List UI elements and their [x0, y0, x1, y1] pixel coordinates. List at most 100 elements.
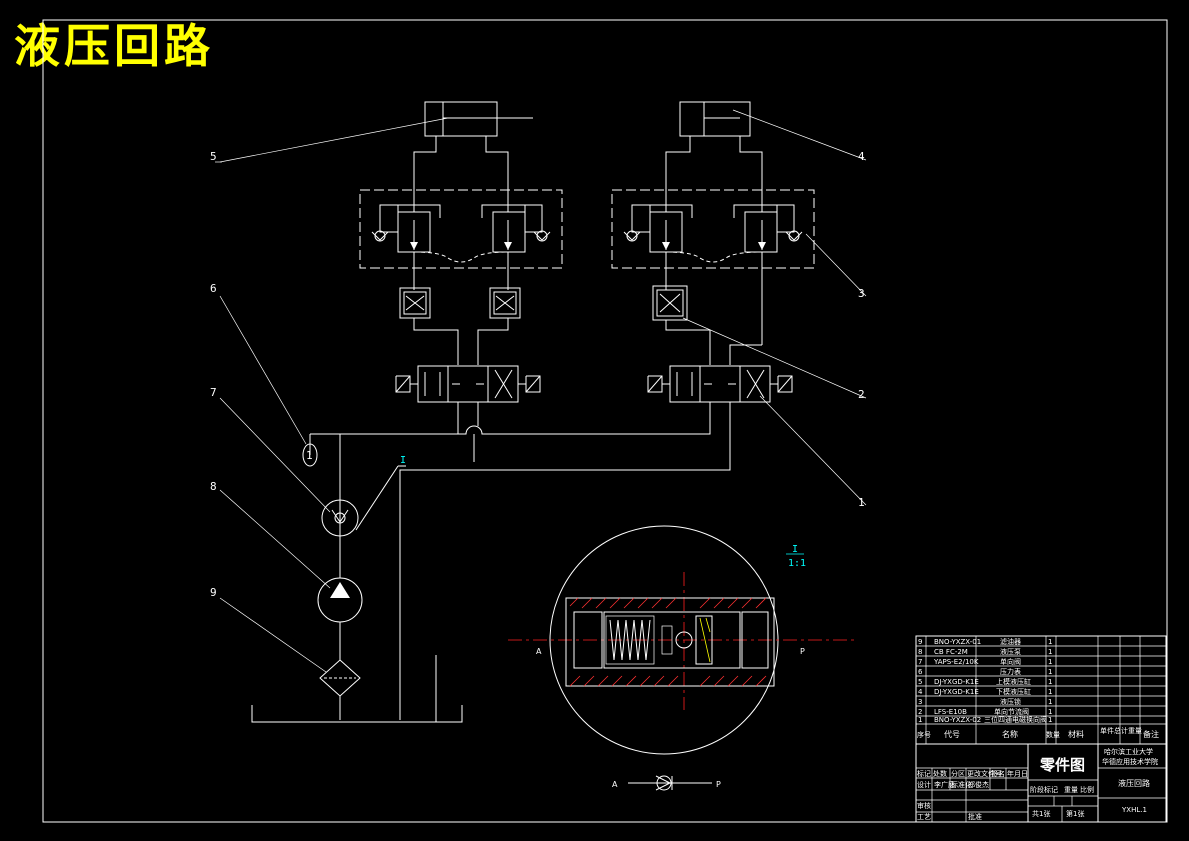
- drawing-text: 1: [1048, 648, 1052, 656]
- directional-valve-right: [647, 365, 793, 403]
- drawing-text: 1: [1048, 658, 1052, 666]
- drawing-text: 郑俊杰: [968, 780, 989, 789]
- drawing-text: LFS-E10B: [934, 708, 967, 716]
- drawing-text: 1: [1048, 688, 1052, 696]
- drawing-text: BNO-YXZX-02: [934, 716, 981, 724]
- drawing-text: 处数: [933, 769, 947, 778]
- drawing-text: 1: [1048, 638, 1052, 646]
- sheet-number: 第1张: [1066, 809, 1084, 818]
- drawing-text: 上模液压缸: [996, 677, 1031, 686]
- drawing-text: 下模液压缸: [996, 687, 1031, 696]
- throttle-valve-left-b: [489, 287, 521, 319]
- section-marker: I: [400, 455, 406, 466]
- check-valve-symbol: [628, 775, 712, 791]
- drawing-text: 批准: [968, 812, 982, 821]
- hydraulic-lock-left: [359, 189, 563, 290]
- drawing-text: 8: [918, 648, 922, 656]
- hydraulic-lock-right: [611, 189, 815, 345]
- throttle-valve-left-a: [399, 287, 431, 319]
- drawing-text: 5: [918, 678, 922, 686]
- drawing-name: 液压回路: [1118, 778, 1150, 788]
- drawing-text: 单向阀: [1000, 657, 1021, 666]
- drawing-text: 代号: [944, 729, 960, 739]
- drawing-text: 年月日: [1007, 769, 1028, 778]
- drawing-text: DJ-YXGD-K1E: [934, 678, 979, 686]
- drawing-type: 零件图: [1039, 756, 1085, 774]
- drawing-text: 工艺: [917, 813, 931, 821]
- drawing-text: 审核: [917, 801, 931, 810]
- drawing-text: 分区: [951, 769, 965, 778]
- check-valve-7: [321, 499, 359, 537]
- leader-lines: [215, 109, 867, 673]
- drawing-text: 4: [918, 688, 923, 696]
- throttle-valve-2: [652, 285, 688, 321]
- callout-2: 2: [858, 388, 865, 401]
- detail-scale-label: 1:1: [788, 558, 806, 569]
- drawing-text: 液压泵: [1000, 647, 1021, 656]
- drawing-text: CB FC-2M: [934, 648, 968, 656]
- drawing-text: 标准化: [951, 780, 972, 789]
- detail-section-label: I: [792, 544, 798, 555]
- drawing-text: 材料: [1068, 729, 1084, 739]
- drawing-text: 9: [918, 638, 922, 646]
- drawing-text: DJ-YXGD-K1E: [934, 688, 979, 696]
- weight-label: 重量: [1064, 786, 1078, 794]
- directional-valve-left: [395, 365, 541, 403]
- port-p-label: P: [800, 647, 805, 656]
- school-name-2: 华德应用技术学院: [1102, 757, 1158, 766]
- symbol-port-a: A: [612, 780, 618, 789]
- callout-5: 5: [210, 150, 217, 163]
- callout-4: 4: [858, 150, 865, 163]
- callout-7: 7: [210, 386, 217, 399]
- drawing-title: 液压回路: [14, 19, 214, 73]
- parts-list-grid: [915, 635, 1167, 823]
- drawing-text: 备注: [1143, 729, 1159, 739]
- gauge-label: 1: [306, 449, 313, 462]
- symbol-port-p: P: [716, 780, 721, 789]
- scale-label: 比例: [1080, 785, 1094, 794]
- callout-8: 8: [210, 480, 217, 493]
- callout-9: 9: [210, 586, 217, 599]
- drawing-number: YXHL.1: [1121, 806, 1147, 814]
- drawing-text: BNO-YXZX-01: [934, 638, 981, 646]
- drawing-text: 李广庭: [934, 780, 955, 789]
- drawing-text: 三位四通电磁换向阀: [984, 715, 1047, 724]
- filter-9: [319, 659, 361, 697]
- sheet-total: 共1张: [1032, 809, 1050, 818]
- drawing-text: 1: [918, 716, 922, 724]
- port-a-label: A: [536, 647, 542, 656]
- drawing-text: YAPS-E2/10K: [933, 658, 979, 666]
- drawing-text: 1: [1048, 678, 1052, 686]
- section-detail-view: [508, 525, 856, 755]
- drawing-text: 序号: [917, 730, 931, 739]
- parts-list-rows: 9 BNO-YXZX-01 滤油器 1 8 CB FC-2M 液压泵 1 7 Y…: [917, 637, 1159, 739]
- drawing-text: 更改文件号: [967, 769, 1002, 778]
- drawing-text: 1: [1048, 716, 1052, 724]
- drawing-text: 压力表: [1000, 667, 1021, 676]
- stage-label: 阶段标记: [1030, 785, 1058, 794]
- drawing-text: 1: [1048, 668, 1052, 676]
- pressure-gauge: 1: [302, 433, 340, 467]
- drawing-text: 6: [918, 668, 923, 676]
- drawing-text: 单向节流阀: [994, 707, 1029, 716]
- drawing-text: 签名: [991, 769, 1005, 778]
- drawing-text: 2: [918, 708, 922, 716]
- drawing-border: [42, 19, 1168, 823]
- callout-1: 1: [858, 496, 865, 509]
- drawing-text: 1: [1048, 698, 1052, 706]
- cylinder-5: [413, 101, 533, 195]
- cylinder-4: [665, 101, 763, 195]
- drawing-text: 名称: [1002, 729, 1018, 739]
- callout-6: 6: [210, 282, 217, 295]
- callout-3: 3: [858, 287, 865, 300]
- oil-tank: [251, 705, 463, 723]
- pump-8: [317, 577, 363, 623]
- drawing-text: 3: [918, 698, 922, 706]
- drawing-text: 设计: [917, 780, 931, 789]
- drawing-text: 数量: [1046, 730, 1060, 739]
- drawing-text: 单件总计重量: [1100, 726, 1142, 735]
- drawing-text: 7: [918, 658, 922, 666]
- drawing-text: 1: [1048, 708, 1052, 716]
- drawing-text: 滤油器: [1000, 637, 1021, 646]
